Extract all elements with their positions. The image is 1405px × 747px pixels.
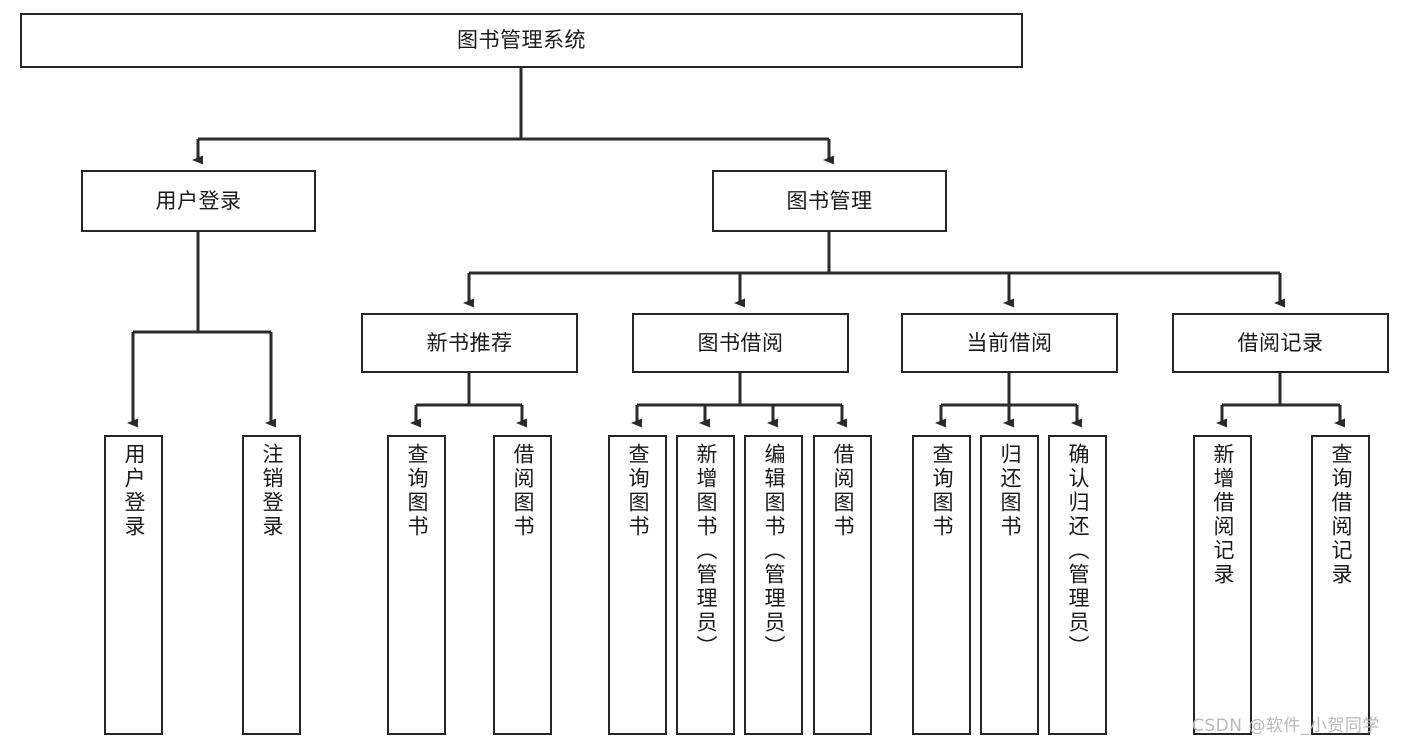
watermark: CSDN @软件_小贺同学	[1192, 716, 1380, 736]
node-label: 借阅记录	[1237, 330, 1324, 355]
node-label: 新书推荐	[426, 330, 513, 355]
node-label: 归还图书	[998, 443, 1022, 539]
leaf-current-return-book[interactable]: 归还图书	[980, 435, 1039, 735]
node-label: 确认归还（管理员）	[1066, 443, 1090, 659]
node-label: 查询借阅记录	[1329, 443, 1353, 587]
node-user-login[interactable]: 用户登录	[81, 170, 316, 232]
node-label: 图书借阅	[697, 330, 784, 355]
node-label: 新增借阅记录	[1211, 443, 1235, 587]
node-label: 新增图书（管理员）	[694, 443, 718, 659]
node-root-book-management-system[interactable]: 图书管理系统	[20, 13, 1023, 68]
node-label: 图书管理系统	[457, 28, 586, 53]
node-new-book-recommend[interactable]: 新书推荐	[361, 313, 578, 373]
node-current-borrow[interactable]: 当前借阅	[901, 313, 1118, 373]
leaf-borrow-query-book[interactable]: 查询图书	[608, 435, 667, 735]
node-label: 查询图书	[930, 443, 954, 539]
leaf-borrow-edit-book-admin[interactable]: 编辑图书（管理员）	[744, 435, 803, 735]
leaf-borrow-add-book-admin[interactable]: 新增图书（管理员）	[676, 435, 735, 735]
leaf-new-book-query-book[interactable]: 查询图书	[387, 435, 446, 735]
node-label: 当前借阅	[966, 330, 1053, 355]
node-label: 借阅图书	[831, 443, 855, 539]
leaf-user-login-login[interactable]: 用户登录	[104, 435, 163, 735]
node-book-management[interactable]: 图书管理	[712, 170, 947, 232]
leaf-record-add-record[interactable]: 新增借阅记录	[1193, 435, 1252, 735]
leaf-borrow-borrow-book[interactable]: 借阅图书	[813, 435, 872, 735]
node-label: 用户登录	[122, 443, 146, 539]
node-label: 查询图书	[626, 443, 650, 539]
leaf-new-book-borrow-book[interactable]: 借阅图书	[493, 435, 552, 735]
leaf-user-login-logout[interactable]: 注销登录	[242, 435, 301, 735]
node-label: 图书管理	[786, 188, 873, 213]
node-label: 借阅图书	[511, 443, 535, 539]
leaf-current-query-book[interactable]: 查询图书	[912, 435, 971, 735]
node-label: 用户登录	[155, 188, 242, 213]
node-label: 注销登录	[260, 443, 284, 539]
leaf-record-query-record[interactable]: 查询借阅记录	[1311, 435, 1370, 735]
node-label: 编辑图书（管理员）	[762, 443, 786, 659]
node-book-borrow[interactable]: 图书借阅	[632, 313, 849, 373]
node-borrow-record[interactable]: 借阅记录	[1172, 313, 1389, 373]
leaf-current-confirm-return-admin[interactable]: 确认归还（管理员）	[1048, 435, 1107, 735]
node-label: 查询图书	[405, 443, 429, 539]
